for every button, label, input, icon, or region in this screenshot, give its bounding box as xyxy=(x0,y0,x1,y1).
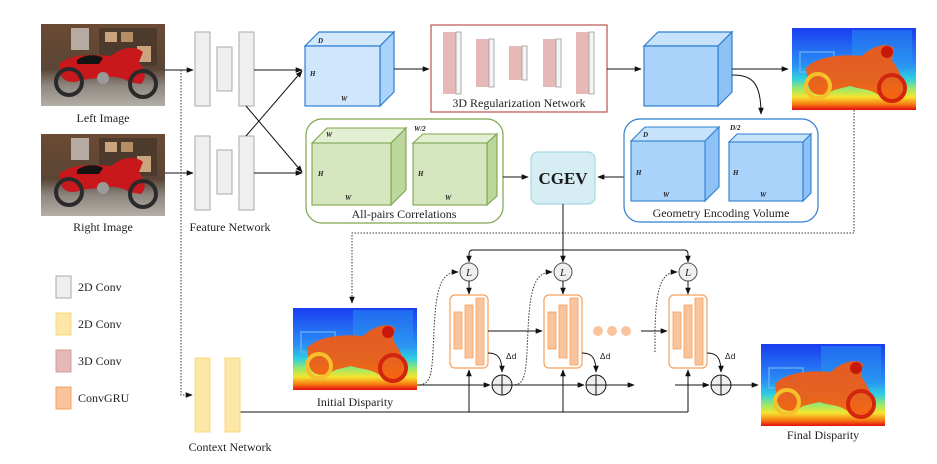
arrow-cgev-to-lookup-n xyxy=(563,249,691,263)
cost-volume-cube xyxy=(303,30,396,108)
add-node-n xyxy=(710,374,732,396)
delta-d-label: Δd xyxy=(506,352,517,361)
lookup-symbol: L xyxy=(465,267,472,279)
add-node-1 xyxy=(491,374,513,396)
convgru-block-n xyxy=(668,294,708,369)
arrow-gru-to-add xyxy=(487,352,505,373)
convgru-block-2 xyxy=(543,294,583,369)
dim-label-d: D xyxy=(317,37,323,45)
delta-d-label: Δd xyxy=(600,352,611,361)
feature-network-label: Feature Network xyxy=(190,220,271,234)
dotted-arrow-to-initial-disparity xyxy=(349,110,855,304)
geometry-encoding-volume xyxy=(623,118,819,223)
conv3d-block xyxy=(443,31,462,95)
context-network xyxy=(194,357,241,433)
arrow-gru-to-add xyxy=(706,352,724,373)
feature-conv-block xyxy=(216,46,233,92)
dim-label-w: W xyxy=(663,191,670,199)
conv3d-block xyxy=(576,31,595,95)
gev-label: Geometry Encoding Volume xyxy=(653,206,790,220)
initial-disparity-label: Initial Disparity xyxy=(317,395,393,409)
dim-label-h: H xyxy=(732,169,739,177)
context-conv-block xyxy=(224,357,241,433)
dim-label-h: H xyxy=(417,170,424,178)
context-network-label: Context Network xyxy=(189,440,272,454)
legend-label: 3D Conv xyxy=(78,354,122,368)
gev-cube-full xyxy=(629,125,721,203)
conv3d-block xyxy=(543,38,562,88)
legend-swatch xyxy=(55,275,72,299)
dim-label-d: D xyxy=(642,131,648,139)
conv3d-block xyxy=(476,38,495,88)
legend-swatch xyxy=(55,312,72,336)
legend-swatch xyxy=(55,386,72,410)
dotted-arrow-disp-to-lookup-1 xyxy=(416,269,459,386)
cgev-label: CGEV xyxy=(538,169,588,188)
dotted-arrow-to-context xyxy=(180,70,193,398)
legend-label: 2D Conv xyxy=(78,280,122,294)
final-disparity-label: Final Disparity xyxy=(787,428,859,442)
arrow-cross-down xyxy=(245,105,303,173)
dotted-arrow-add-to-lookup-2 xyxy=(511,269,553,386)
feature-conv-block xyxy=(216,149,233,195)
dim-label-w-half: W/2 xyxy=(414,125,426,133)
lookup-symbol: L xyxy=(559,267,566,279)
lookup-symbol: L xyxy=(684,267,691,279)
dim-label-w: W xyxy=(760,191,767,199)
feature-conv-block xyxy=(238,135,255,211)
dim-label-h: H xyxy=(635,169,642,177)
feature-network xyxy=(194,31,255,211)
feature-conv-block xyxy=(194,31,211,107)
left-image xyxy=(39,22,167,108)
dim-label-h: H xyxy=(317,170,324,178)
all-pairs-correlations xyxy=(305,118,504,224)
arrow-to-gev xyxy=(731,74,764,115)
conv3d-block xyxy=(509,45,528,81)
left-image-label: Left Image xyxy=(77,111,130,125)
dim-label-w: W xyxy=(345,194,352,202)
correlation-cube-half xyxy=(411,132,499,207)
initial-disparity-map xyxy=(291,306,419,392)
context-conv-block xyxy=(194,357,211,433)
legend-label: ConvGRU xyxy=(78,391,130,405)
correlation-cube-full xyxy=(310,126,408,207)
legend-swatch xyxy=(55,349,72,373)
regularization-label: 3D Regularization Network xyxy=(452,96,585,110)
right-image-label: Right Image xyxy=(73,220,133,234)
feature-conv-block xyxy=(238,31,255,107)
arrow-gru-to-add xyxy=(581,352,599,373)
dim-label-w: W xyxy=(326,131,333,139)
dim-label-h: H xyxy=(309,70,316,78)
dim-label-d-half: D/2 xyxy=(729,124,741,132)
add-node-2 xyxy=(585,374,607,396)
right-image xyxy=(39,132,167,218)
dotted-arrow-to-lookup-n xyxy=(654,269,678,352)
delta-d-label: Δd xyxy=(725,352,736,361)
convgru-block-1 xyxy=(449,294,489,369)
gev-cube-half xyxy=(727,132,813,203)
regularized-disparity-map xyxy=(790,26,918,112)
ellipsis-dots xyxy=(593,326,631,336)
final-disparity-map xyxy=(759,342,887,428)
dim-label-w: W xyxy=(341,95,348,103)
legend-label: 2D Conv xyxy=(78,317,122,331)
regularized-volume-cube xyxy=(642,30,734,108)
arrow-cgev-to-lookup-1 xyxy=(466,249,563,263)
dim-label-w: W xyxy=(445,194,452,202)
regularization-network xyxy=(430,24,608,113)
arrow-cross-up xyxy=(245,70,303,137)
feature-conv-block xyxy=(194,135,211,211)
correlations-label: All-pairs Correlations xyxy=(352,207,457,221)
